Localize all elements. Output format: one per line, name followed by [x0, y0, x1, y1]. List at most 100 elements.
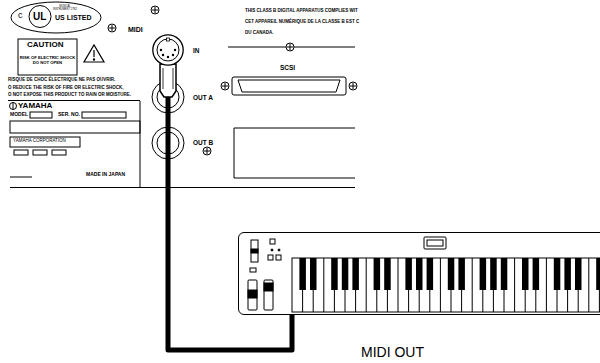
caution-text: RISK OF ELECTRIC SHOCK DO NOT OPEN	[19, 56, 76, 65]
panel-line	[228, 47, 286, 48]
null	[480, 258, 487, 290]
keyboard-illustration	[276, 255, 281, 260]
panel-line	[238, 80, 340, 92]
screw-symbol	[151, 6, 159, 14]
keyboard-illustration	[271, 249, 273, 251]
connector-group-name: MIDI	[128, 26, 143, 34]
null	[299, 258, 600, 290]
caution-heading: CAUTION	[27, 41, 63, 50]
null	[533, 258, 540, 290]
panel-line	[8, 100, 140, 101]
null	[490, 258, 497, 290]
warning-triangle	[84, 45, 104, 62]
keyboard-illustration	[278, 249, 280, 251]
din-socket	[160, 49, 162, 51]
panel-line	[14, 150, 28, 155]
panel-line	[140, 101, 141, 187]
midi-in-port: IN	[152, 34, 184, 66]
keyboard-illustration	[248, 280, 257, 310]
node-label: IN	[193, 47, 200, 54]
ul-small-print: MUSICAL INSTRUMENT 27N2	[52, 6, 78, 12]
midi-keyboard: MIDI OUT	[238, 232, 600, 315]
keyboard-illustration	[264, 283, 273, 291]
keyboard-illustration	[264, 280, 273, 310]
field-name: MODEL	[10, 112, 28, 118]
warning-text: RISQUE DE CHOC ÉLECTRIQUE NE PAS OUVRIR.	[8, 78, 115, 83]
yamaha-logo	[10, 103, 17, 110]
keyboard-illustration	[427, 240, 443, 246]
din-socket	[174, 49, 176, 51]
null	[448, 258, 455, 290]
null	[352, 258, 359, 290]
null	[575, 258, 582, 290]
keyboard-illustration	[292, 258, 600, 312]
panel-line	[11, 2, 101, 33]
panel-line	[232, 77, 346, 95]
screw-symbol	[109, 25, 115, 31]
warning-triangle	[93, 50, 94, 57]
screw-symbol	[108, 24, 116, 32]
node-label: MIDI OUT	[361, 344, 424, 360]
null	[564, 258, 571, 290]
panel-line	[52, 150, 66, 155]
panel-line	[30, 112, 52, 118]
yamaha-logo	[13, 103, 14, 110]
warning-text: O NOT EXPOSE THIS PRODUCT TO RAIN OR MOI…	[8, 93, 131, 98]
null	[331, 258, 338, 290]
keyboard-illustration	[251, 249, 258, 253]
midi-plug	[163, 68, 164, 89]
null	[501, 258, 508, 290]
field-name: SER. NO.	[58, 112, 80, 118]
ul-mark: US LISTED	[55, 14, 92, 22]
panel-line	[234, 128, 355, 178]
maker-name: YAMAHA CORPORATION	[13, 139, 66, 144]
null	[374, 258, 381, 290]
compliance-text: THIS CLASS B DIGITAL APPARATUS COMPLIES …	[245, 9, 358, 14]
null	[596, 258, 600, 290]
screw-symbol	[222, 83, 228, 89]
warning-triangle	[84, 45, 104, 62]
panel-line	[29, 6, 51, 28]
compliance-text: CET APPAREIL NUMÉRIQUE DE LA CLASSE B ES…	[245, 20, 359, 25]
null	[405, 258, 412, 290]
port-name: OUT B	[193, 139, 213, 146]
null	[310, 258, 317, 290]
panel-line	[82, 112, 126, 118]
panel-line	[294, 47, 355, 48]
midi-cable	[168, 66, 292, 350]
null	[416, 258, 423, 290]
null	[299, 258, 306, 290]
screw-symbol	[204, 148, 210, 154]
panel-line	[18, 39, 77, 75]
warning-text: O REDUCE THE RISK OF FIRE OR ELECTRIC SH…	[8, 86, 124, 91]
din-socket	[167, 56, 169, 58]
keyboard-illustration	[248, 237, 600, 312]
screw-symbol	[203, 147, 211, 155]
null	[342, 258, 349, 290]
keyboard-illustration	[424, 237, 446, 249]
midi-plug	[173, 68, 174, 89]
screw-symbol	[152, 7, 158, 13]
null	[427, 258, 434, 290]
keyboard-illustration	[251, 240, 258, 262]
din-socket	[167, 38, 170, 41]
keyboard-illustration	[270, 239, 275, 244]
port-name: OUT A	[193, 94, 213, 101]
keyboard-illustration	[250, 268, 256, 272]
screw-symbol	[221, 82, 229, 90]
screw-symbol	[108, 6, 357, 155]
null	[554, 258, 561, 290]
panel-line	[10, 187, 355, 188]
ul-mark: UL	[33, 11, 46, 22]
panel-line	[10, 121, 140, 133]
midi-plug	[160, 64, 176, 97]
panel-line	[10, 177, 32, 178]
null	[522, 258, 529, 290]
midi-plug	[160, 64, 176, 97]
screw-symbol	[286, 43, 294, 51]
panel-line	[10, 137, 80, 147]
